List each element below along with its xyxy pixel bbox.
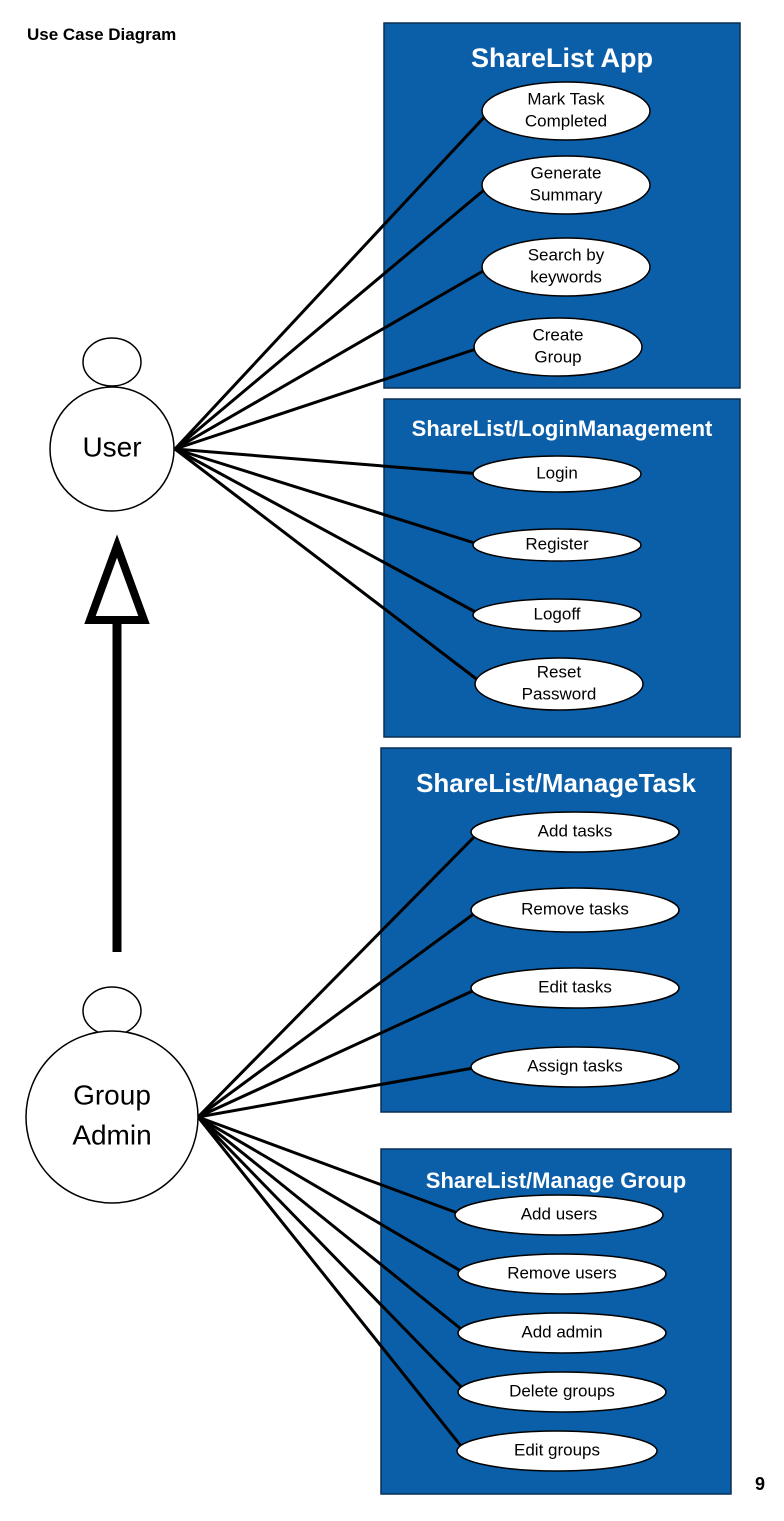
use-case-add-users[interactable]: Add users [454,1194,664,1236]
use-case-label: Edit groups [514,1440,600,1459]
use-case-ellipse [454,1194,664,1236]
use-case-ellipse [470,811,680,853]
use-case-delete-groups[interactable]: Delete groups [457,1371,667,1413]
use-case-ellipse [457,1312,667,1354]
use-case-ellipse [472,528,642,562]
generalization-arrowhead [84,534,150,624]
use-case-label: Assign tasks [527,1056,622,1075]
system-title-manage-group: ShareList/Manage Group [426,1168,686,1193]
system-title-sharelist-app: ShareList App [471,43,653,73]
actor-head [82,337,142,387]
association-edit-groups [196,1116,467,1452]
association-remove-users [197,1115,467,1276]
use-case-remove-users[interactable]: Remove users [457,1253,667,1295]
generalization-layer [84,534,150,952]
association-delete-groups [196,1115,468,1394]
association-assign-tasks [197,1065,480,1119]
actor-user[interactable]: User [49,337,175,512]
use-case-ellipse [470,967,680,1009]
use-case-label: Add users [521,1204,598,1223]
use-case-ellipse [472,598,642,632]
use-case-ellipse [481,237,651,297]
association-search-by-keywords [174,265,491,451]
use-case-ellipse [470,1046,680,1088]
use-case-label: Delete groups [509,1381,615,1400]
actor-body [49,386,175,512]
association-edit-tasks [197,986,480,1119]
use-case-ellipse [457,1371,667,1413]
association-create-group [174,345,483,451]
association-add-tasks [196,830,481,1119]
association-remove-tasks [197,908,480,1119]
use-case-label: Add tasks [538,821,613,840]
association-generate-summary [174,183,491,451]
use-case-ellipse [456,1430,658,1472]
use-case-label: Register [525,534,589,553]
use-case-ellipse [481,81,651,141]
use-case-login[interactable]: Login [472,455,642,493]
use-case-assign-tasks[interactable]: Assign tasks [470,1046,680,1088]
use-case-ellipse [457,1253,667,1295]
system-title-login-management: ShareList/LoginManagement [412,416,713,441]
use-case-ellipse [470,887,680,933]
use-case-edit-tasks[interactable]: Edit tasks [470,967,680,1009]
page-title: Use Case Diagram [27,25,177,44]
association-logoff [174,447,482,617]
use-case-logoff[interactable]: Logoff [472,598,642,632]
association-mark-task-completed [173,109,492,451]
use-case-ellipse [473,317,643,377]
use-case-label: Remove users [507,1263,617,1282]
page-number: 9 [755,1474,766,1494]
actor-body [25,1030,199,1204]
use-case-edit-groups[interactable]: Edit groups [456,1430,658,1472]
use-case-label: Login [536,463,578,482]
association-add-users [197,1115,464,1217]
use-case-ellipse [474,657,644,711]
use-case-label: Logoff [534,604,581,623]
association-add-admin [197,1115,467,1335]
association-register [174,447,482,547]
use-case-add-admin[interactable]: Add admin [457,1312,667,1354]
use-case-label: Add admin [521,1322,602,1341]
association-login [174,447,482,476]
association-lines-layer [173,109,492,1452]
use-case-ellipse [472,455,642,493]
use-case-register[interactable]: Register [472,528,642,562]
use-case-label: Remove tasks [521,899,629,918]
actor-head [82,986,142,1036]
use-case-ellipse [481,155,651,215]
association-reset-password [174,447,484,686]
use-case-label: Edit tasks [538,977,612,996]
use-case-remove-tasks[interactable]: Remove tasks [470,887,680,933]
actor-label: User [82,431,141,462]
generalization-arrow [84,534,150,952]
system-title-manage-task: ShareList/ManageTask [416,768,696,798]
use-case-add-tasks[interactable]: Add tasks [470,811,680,853]
